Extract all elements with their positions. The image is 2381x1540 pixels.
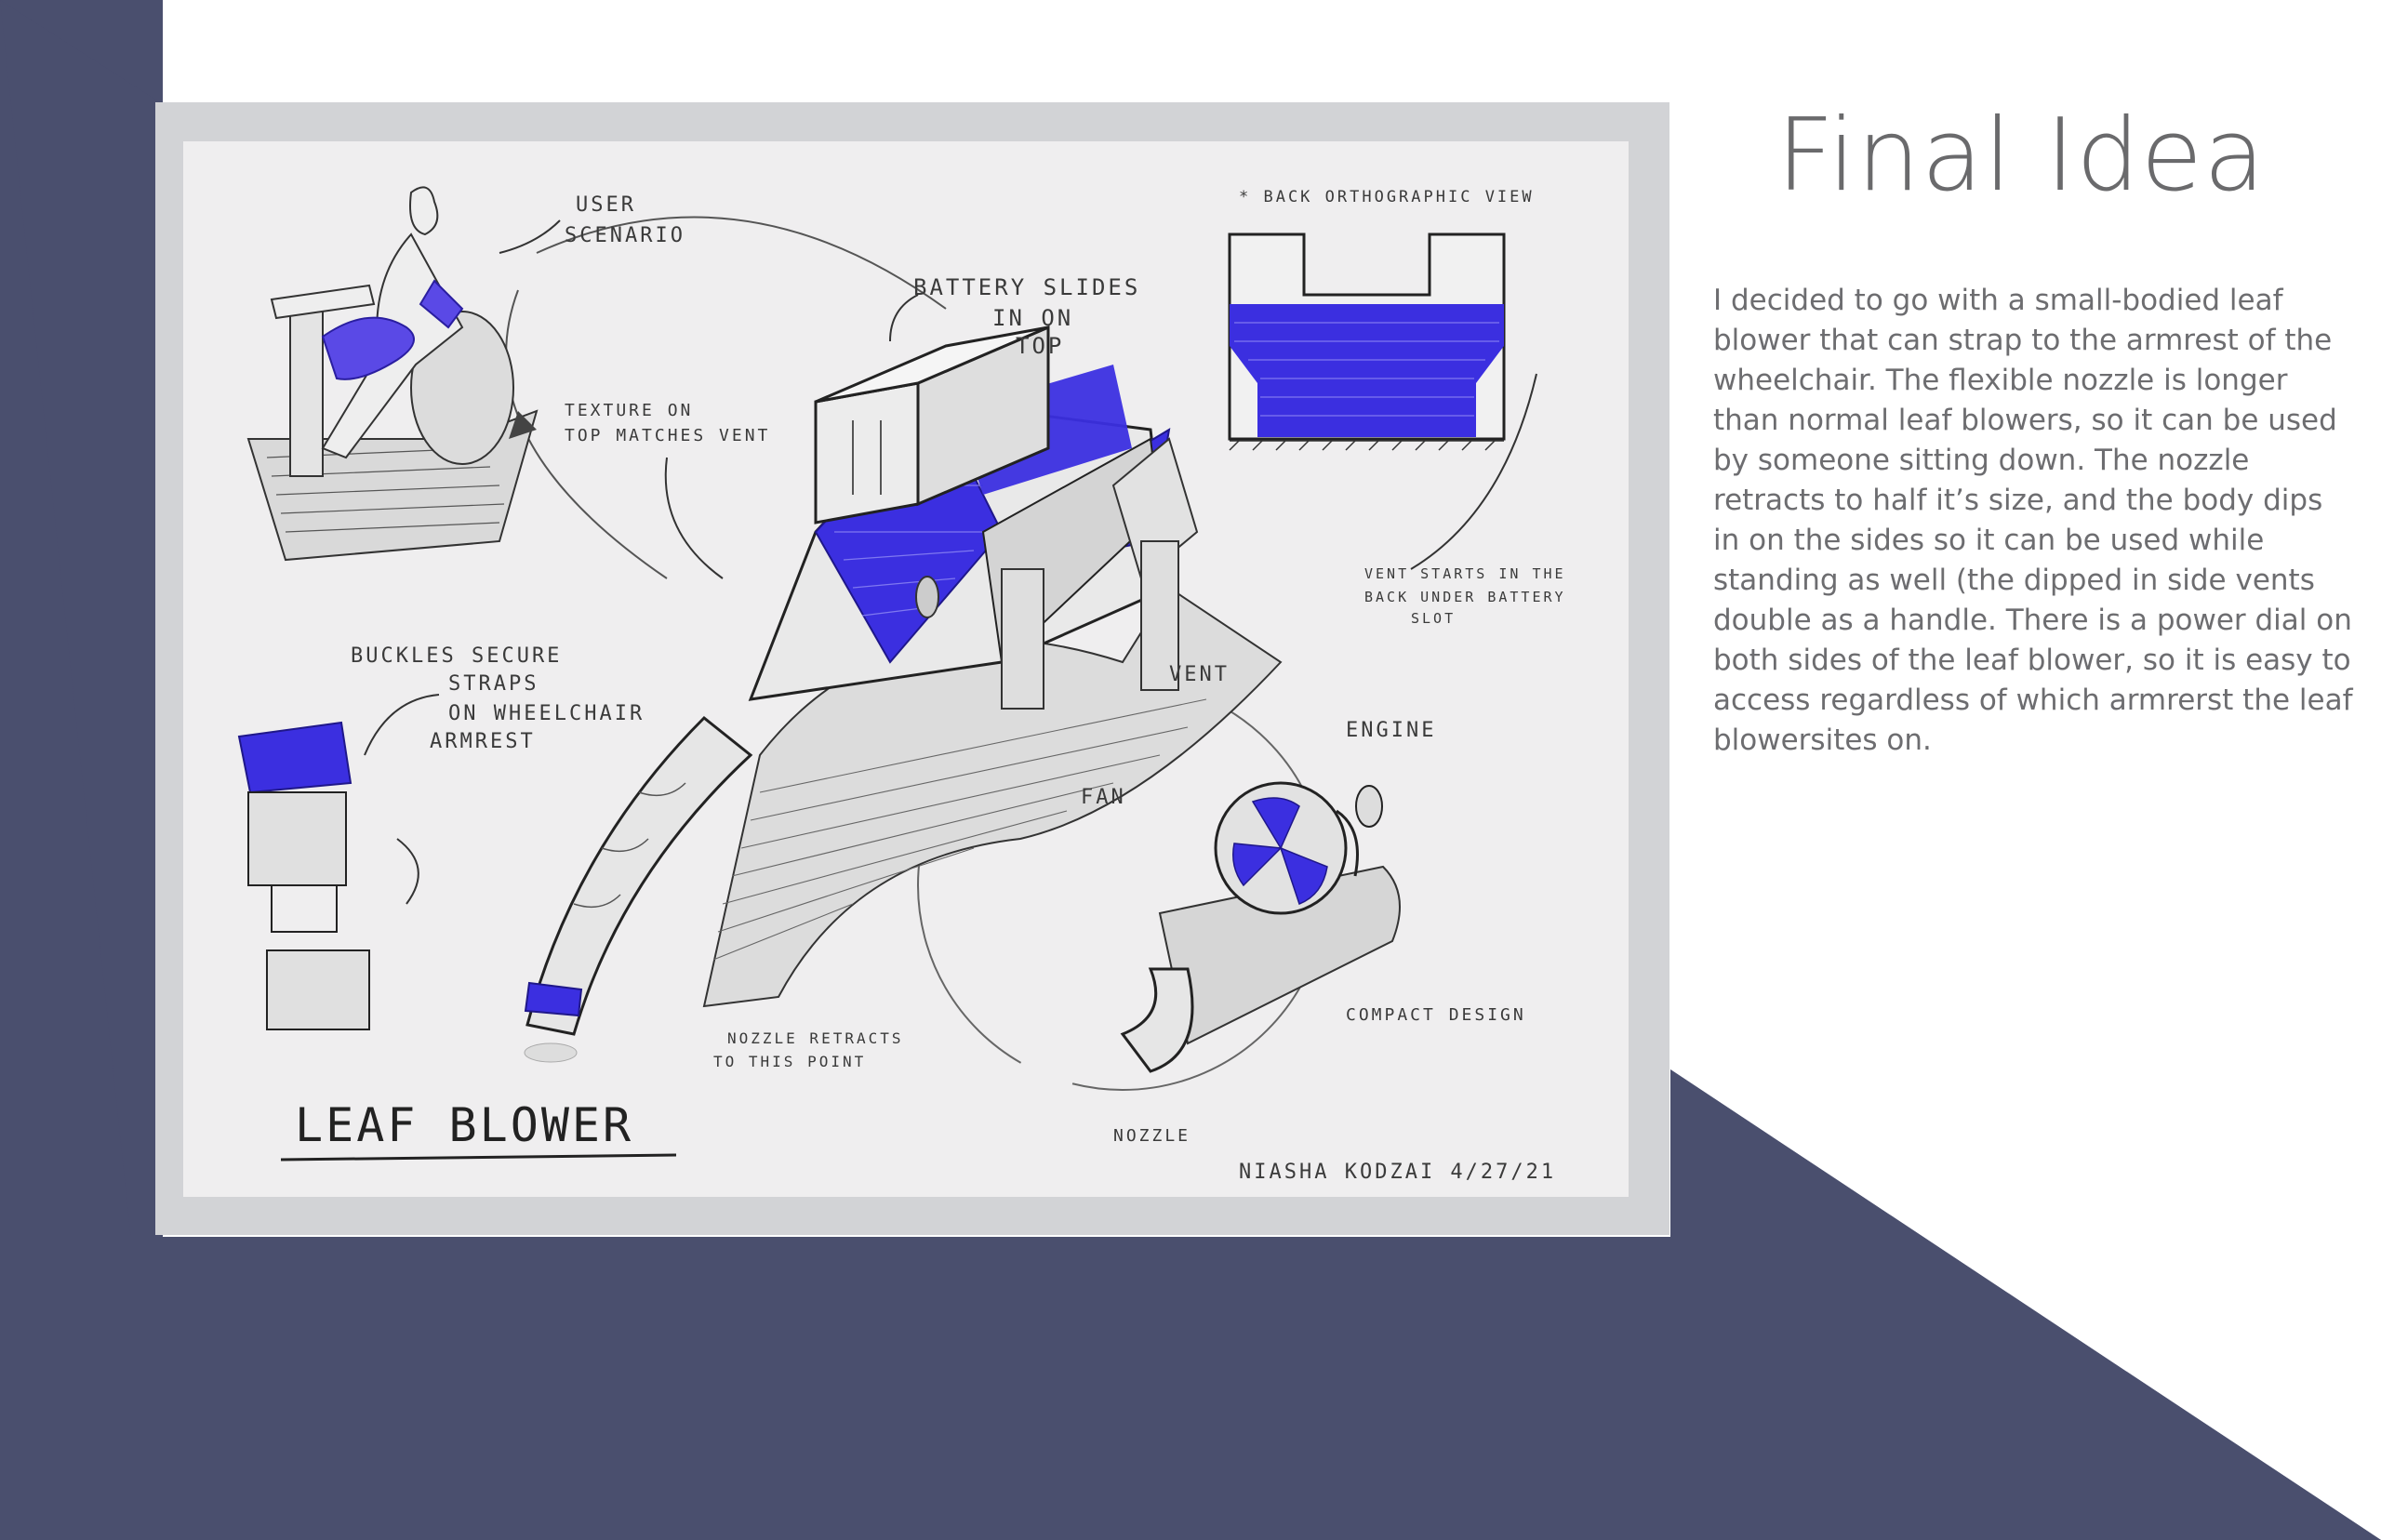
label-back-view: * BACK ORTHOGRAPHIC VIEW xyxy=(1239,188,1535,206)
label-vent-starts-2: BACK UNDER BATTERY xyxy=(1364,589,1566,605)
label-vent: VENT xyxy=(1169,663,1230,686)
label-vent-starts-1: VENT STARTS IN THE xyxy=(1364,565,1566,582)
label-nozzle: NOZZLE xyxy=(1113,1126,1190,1146)
label-nozzle-retracts-2: TO THIS POINT xyxy=(713,1053,866,1070)
label-buckles-4: ARMREST xyxy=(430,730,536,753)
arrow-texture xyxy=(664,457,724,579)
label-engine: ENGINE xyxy=(1346,719,1436,742)
label-fan: FAN xyxy=(1081,786,1126,809)
label-battery-3: TOP xyxy=(1016,333,1064,359)
description-text: I decided to go with a small-bodied leaf… xyxy=(1713,284,2353,757)
label-compact: COMPACT DESIGN xyxy=(1346,1005,1526,1025)
label-texture-1: TEXTURE ON xyxy=(565,401,693,420)
user-scenario-sketch xyxy=(246,186,539,562)
title-block: Final Idea xyxy=(1776,98,2266,214)
sketch-signature: NIASHA KODZAI 4/27/21 xyxy=(1239,1161,1556,1184)
arrow-buckles xyxy=(364,694,440,756)
label-battery-2: IN ON xyxy=(992,305,1073,331)
sketch-sheet: USER SCENARIO xyxy=(183,141,1629,1197)
leaf-blower-sketch: USER SCENARIO xyxy=(237,186,1566,1184)
label-buckles-1: BUCKLES SECURE xyxy=(351,644,562,668)
label-vent-starts-3: SLOT xyxy=(1411,610,1456,627)
fan-engine-sketch xyxy=(1120,781,1401,1073)
construction-arc-top xyxy=(536,216,947,310)
label-buckles-2: STRAPS xyxy=(448,672,539,696)
sketch-heading-underline xyxy=(280,1153,677,1162)
background-navy-corner xyxy=(1670,1069,2381,1540)
arrow-vent-starts xyxy=(1410,373,1537,570)
sketch-frame: USER SCENARIO xyxy=(155,102,1669,1235)
back-orthographic-view xyxy=(1228,232,1506,451)
label-nozzle-retracts-1: NOZZLE RETRACTS xyxy=(727,1029,904,1047)
label-texture-2: TOP MATCHES VENT xyxy=(565,426,770,445)
label-buckles-3: ON WHEELCHAIR xyxy=(448,702,645,725)
page-title: Final Idea xyxy=(1776,98,2267,214)
label-user-scenario-2: SCENARIO xyxy=(565,224,685,247)
arrow-user-scenario xyxy=(499,219,561,254)
label-battery-1: BATTERY SLIDES xyxy=(913,274,1140,300)
leaf-blower-main-sketch xyxy=(524,325,1283,1063)
label-user-scenario-1: USER xyxy=(576,193,636,217)
buckle-sketch xyxy=(237,721,419,1030)
arrow-battery xyxy=(889,294,919,342)
background-navy-wedge xyxy=(0,0,163,1540)
sketch-heading: LEAF BLOWER xyxy=(295,1098,633,1152)
